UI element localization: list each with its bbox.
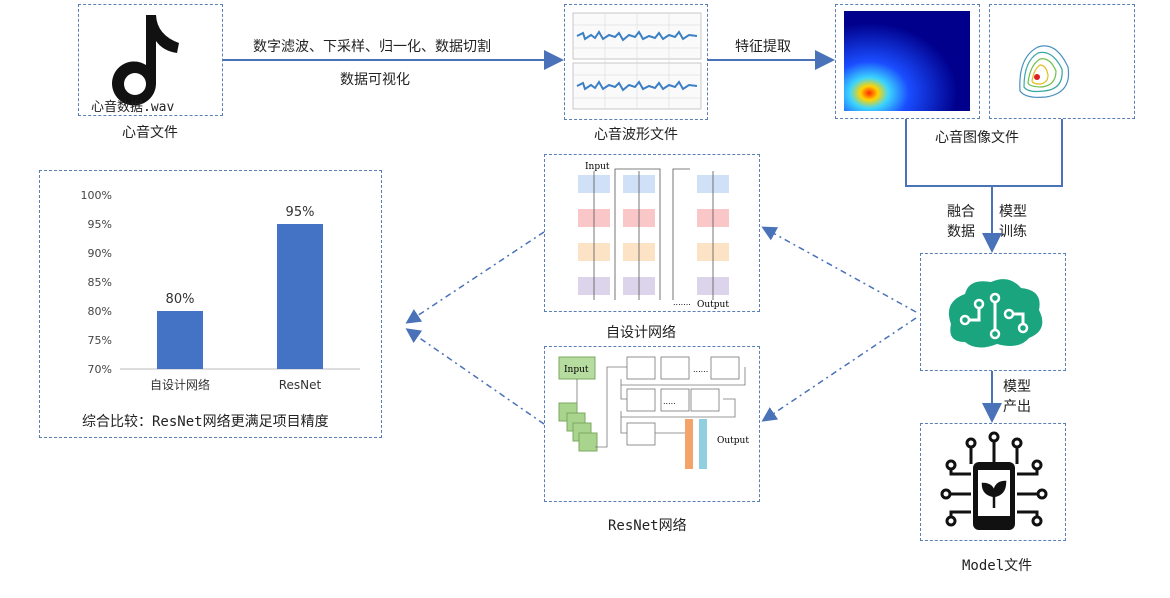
resnet-diagram: Input ...... ..... Output [558, 356, 749, 469]
bar-0 [157, 311, 203, 369]
audio-file-caption: 心音文件 [122, 125, 178, 141]
y-tick-label: 90% [88, 247, 112, 260]
resnet-box: Input ...... ..... Output [544, 346, 760, 502]
contour-box [989, 4, 1135, 119]
custom-net-output-text: Output [697, 300, 729, 310]
bar-data-label: 95% [286, 205, 315, 220]
bar-data-label: 80% [166, 292, 195, 307]
brain-circuit-icon [948, 279, 1043, 348]
y-tick-label: 80% [88, 305, 112, 318]
comparison-chart: 70% 75% 80% 85% 90% 95% 100% 80% 自设计网络 95% ResNet [81, 189, 360, 392]
resnet-output-text: Output [717, 436, 749, 446]
arrow-brain-to-custom-net [761, 226, 917, 313]
y-tick-label: 100% [81, 189, 112, 202]
fusion-label: 融合 数据 [947, 204, 975, 240]
music-note-icon [112, 15, 179, 106]
heatmap-box [835, 4, 980, 119]
training-label: 模型 训练 [999, 204, 1027, 240]
model-file-box [920, 423, 1066, 541]
custom-net-diagram: Input ....... Output [578, 162, 729, 310]
resnet-input-text: Input [564, 365, 589, 375]
custom-net-caption: 自设计网络 [606, 325, 676, 341]
waveform-plot [572, 12, 702, 110]
x-category-label: ResNet [279, 378, 322, 392]
comparison-caption: 综合比较：ResNet网络更满足项目精度 [82, 414, 329, 430]
y-tick-label: 85% [88, 276, 112, 289]
y-tick-label: 70% [88, 363, 112, 376]
image-file-caption: 心音图像文件 [935, 130, 1019, 146]
bar-1 [277, 224, 323, 369]
y-tick-label: 75% [88, 334, 112, 347]
x-category-label: 自设计网络 [150, 377, 210, 392]
model-file-caption: Model文件 [962, 558, 1033, 574]
arrow-resnet-to-chart [405, 328, 545, 425]
arrow-brain-to-resnet [761, 317, 917, 422]
arrow1-label-line2: 数据可视化 [340, 72, 410, 88]
audio-file-box: 心音数据.wav [78, 4, 223, 116]
audio-filename: 心音数据.wav [91, 100, 175, 115]
arrow-custom-net-to-chart [405, 231, 545, 324]
arrow2-label: 特征提取 [735, 39, 791, 55]
arrow1-label-line1: 数字滤波、下采样、归一化、数据切割 [253, 39, 491, 55]
y-tick-label: 95% [88, 218, 112, 231]
svg-text:.......: ....... [673, 298, 691, 307]
resnet-caption: ResNet网络 [608, 518, 687, 534]
brain-model-box [920, 253, 1066, 371]
model-output-label: 模型 产出 [1003, 379, 1031, 415]
svg-text:.....: ..... [663, 397, 676, 406]
custom-net-box: Input ....... Output [544, 154, 760, 312]
svg-text:......: ...... [693, 365, 708, 374]
waveform-box [564, 4, 708, 120]
contour-plot [1019, 45, 1070, 98]
chip-plant-icon [940, 431, 1048, 530]
custom-net-input-text: Input [585, 162, 610, 172]
waveform-caption: 心音波形文件 [594, 127, 678, 143]
spectrogram-heatmap [844, 11, 970, 111]
